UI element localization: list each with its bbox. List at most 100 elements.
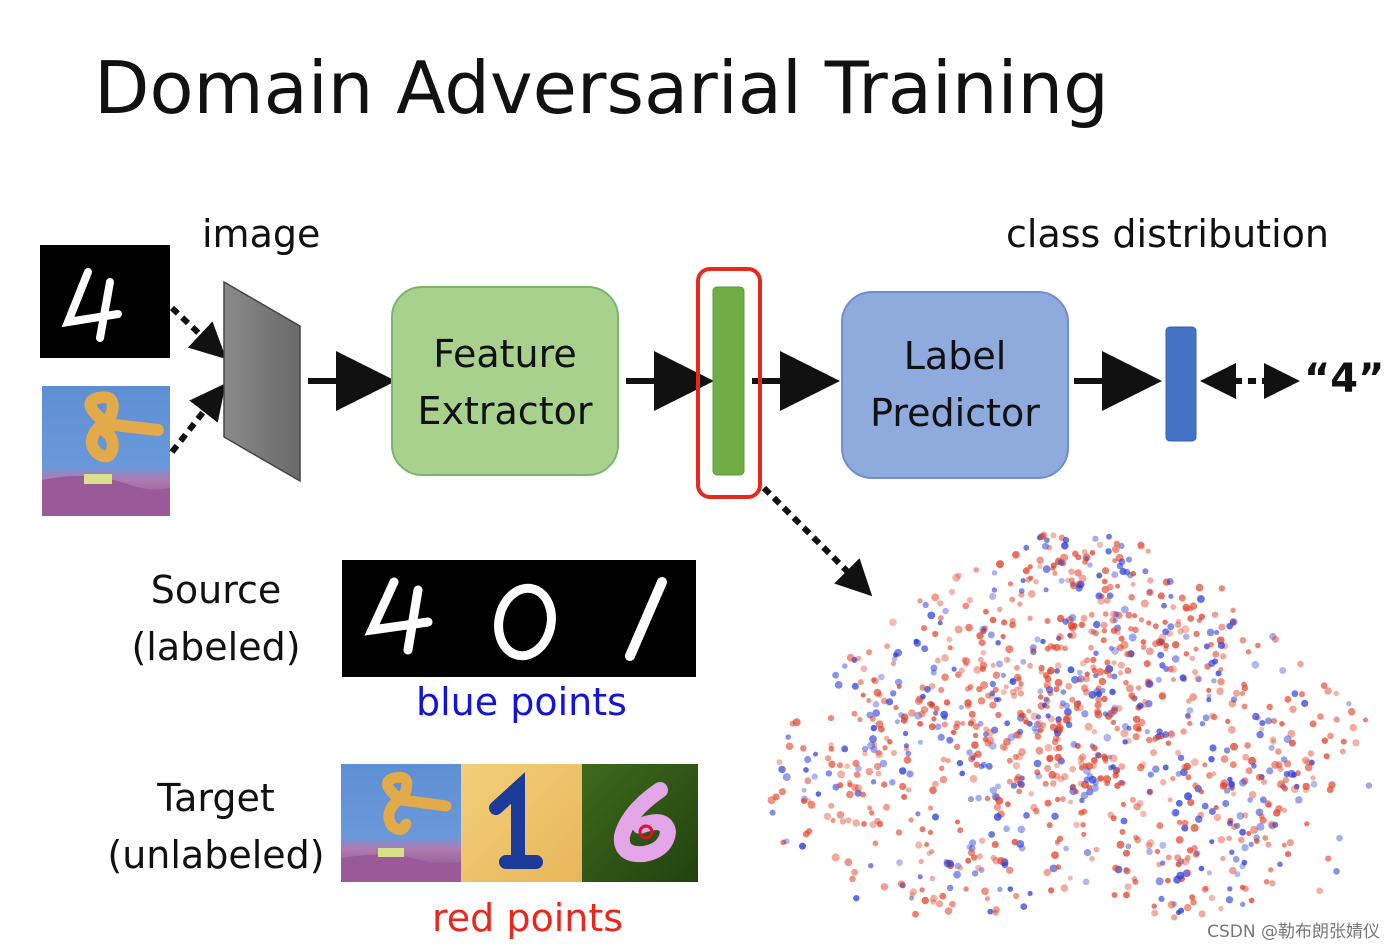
scatter-point-red (1339, 748, 1346, 755)
scatter-point-blue (979, 625, 987, 634)
scatter-point-red (969, 775, 978, 783)
scatter-point-red (972, 752, 978, 758)
scatter-point-red (1052, 746, 1059, 752)
scatter-point-red (1226, 835, 1232, 841)
scatter-point-blue (933, 710, 939, 716)
scatter-point-red (1225, 718, 1231, 724)
scatter-point-blue (1111, 704, 1119, 712)
scatter-point-red (1282, 776, 1290, 784)
scatter-point-red (1268, 867, 1274, 873)
scatter-point-red (1190, 823, 1199, 832)
scatter-point-red (950, 729, 957, 736)
scatter-point-red (977, 656, 984, 663)
scatter-point-blue (1081, 710, 1089, 718)
scatter-point-red (1037, 727, 1044, 734)
scatter-point-red (935, 900, 944, 908)
scatter-point-blue (1103, 733, 1112, 742)
scatter-point-red (823, 812, 832, 821)
scatter-point-red (1255, 773, 1263, 781)
target-digits-strip (341, 764, 698, 882)
scatter-point-red (1113, 540, 1120, 547)
scatter-point-blue (1108, 645, 1114, 651)
scatter-point-red (993, 803, 1002, 811)
scatter-point-blue (1222, 800, 1230, 807)
scatter-point-red (1220, 653, 1227, 660)
scatter-point-red (1095, 696, 1102, 703)
scatter-point-red (1034, 769, 1041, 776)
scatter-point-blue (1194, 850, 1201, 857)
scatter-point-red (1013, 892, 1020, 900)
scatter-point-blue (1126, 725, 1132, 731)
scatter-point-red (964, 699, 972, 707)
scatter-point-blue (1034, 636, 1041, 643)
scatter-point-red (983, 608, 989, 615)
scatter-point-red (1291, 785, 1299, 793)
scatter-point-blue (905, 750, 912, 757)
scatter-point-red (1180, 728, 1187, 735)
scatter-point-red (978, 639, 986, 646)
scatter-point-red (1082, 559, 1088, 565)
scatter-point-blue (937, 733, 945, 741)
scatter-point-blue (1168, 593, 1174, 599)
scatter-point-red (1136, 726, 1142, 732)
scatter-point-blue (1197, 595, 1205, 603)
scatter-point-red (830, 817, 836, 824)
target-label: Target (unlabeled) (100, 770, 332, 884)
scatter-point-red (908, 817, 914, 823)
scatter-point-red (1102, 611, 1109, 617)
scatter-point-red (1167, 797, 1173, 803)
scatter-point-red (1171, 677, 1176, 683)
scatter-point-blue (1112, 617, 1118, 624)
scatter-point-blue (915, 811, 921, 817)
scatter-point-red (1043, 680, 1052, 689)
scatter-point-red (1069, 765, 1077, 773)
scatter-point-red (828, 802, 835, 809)
scatter-point-blue (1067, 632, 1073, 638)
scatter-point-blue (1110, 764, 1116, 770)
scatter-point-blue (869, 735, 877, 743)
scatter-point-red (1288, 739, 1296, 747)
feature-extractor-line2: Extractor (417, 389, 593, 433)
scatter-point-red (1067, 799, 1074, 805)
scatter-point-red (1213, 813, 1222, 822)
scatter-point-blue (1167, 623, 1175, 631)
scatter-point-blue (917, 739, 924, 745)
scatter-point-red (1273, 809, 1281, 817)
scatter-point-red (1027, 662, 1033, 669)
scatter-point-red (1242, 885, 1249, 892)
scatter-point-red (1079, 753, 1087, 761)
scatter-point-red (1203, 885, 1209, 892)
scatter-point-blue (1217, 641, 1225, 650)
scatter-point-red (1015, 773, 1022, 781)
scatter-point-red (1261, 779, 1267, 785)
scatter-point-red (1192, 851, 1200, 858)
scatter-point-blue (853, 895, 860, 902)
scatter-point-red (865, 767, 874, 776)
scatter-point-blue (1120, 817, 1128, 825)
scatter-point-red (839, 818, 847, 825)
scatter-point-blue (922, 601, 929, 609)
scatter-point-red (1271, 718, 1277, 724)
scatter-point-red (1123, 867, 1131, 875)
scatter-point-red (983, 726, 989, 733)
scatter-point-red (1231, 791, 1237, 797)
scatter-point-red (971, 854, 978, 861)
scatter-point-red (1125, 611, 1133, 619)
scatter-point-blue (1137, 702, 1144, 710)
scatter-point-red (1304, 821, 1310, 827)
scatter-point-red (889, 618, 897, 627)
scatter-point-red (921, 896, 929, 905)
scatter-point-red (1186, 698, 1192, 704)
scatter-point-red (1195, 583, 1204, 592)
scatter-point-red (899, 782, 907, 791)
scatter-point-red (883, 803, 890, 811)
scatter-point-red (1067, 633, 1074, 639)
scatter-point-red (1118, 670, 1123, 676)
scatter-point-red (1299, 691, 1305, 698)
source-digits-strip (342, 560, 696, 677)
scatter-point-red (918, 858, 924, 865)
scatter-point-red (1036, 556, 1044, 564)
scatter-point-blue (1223, 747, 1231, 754)
scatter-point-red (967, 849, 975, 857)
scatter-point-red (857, 679, 864, 686)
